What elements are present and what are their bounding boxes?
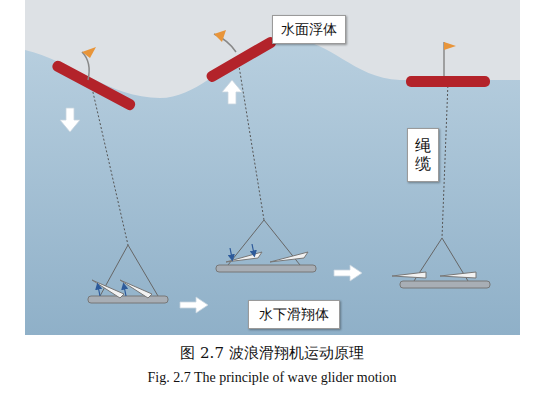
motion-arrow [60, 80, 362, 313]
cable-label: 绳缆 [407, 128, 439, 182]
float-label: 水面浮体 [272, 15, 346, 44]
underwater-glider [88, 252, 490, 303]
sky [25, 0, 520, 335]
surface-float [51, 35, 490, 112]
node-text: 绳缆 [415, 137, 431, 172]
caption-english: Fig. 2.7 The principle of wave glider mo… [0, 370, 544, 386]
tether [92, 60, 448, 245]
glider-label: 水下滑翔体 [248, 300, 340, 329]
node-text: 水下滑翔体 [259, 306, 329, 323]
sea [25, 40, 520, 335]
flag-pole [82, 34, 444, 80]
flag [82, 30, 456, 58]
node-text: 水面浮体 [281, 21, 337, 38]
caption: 图 2.7 波浪滑翔机运动原理 [0, 344, 544, 363]
flow-arrow [98, 244, 254, 296]
